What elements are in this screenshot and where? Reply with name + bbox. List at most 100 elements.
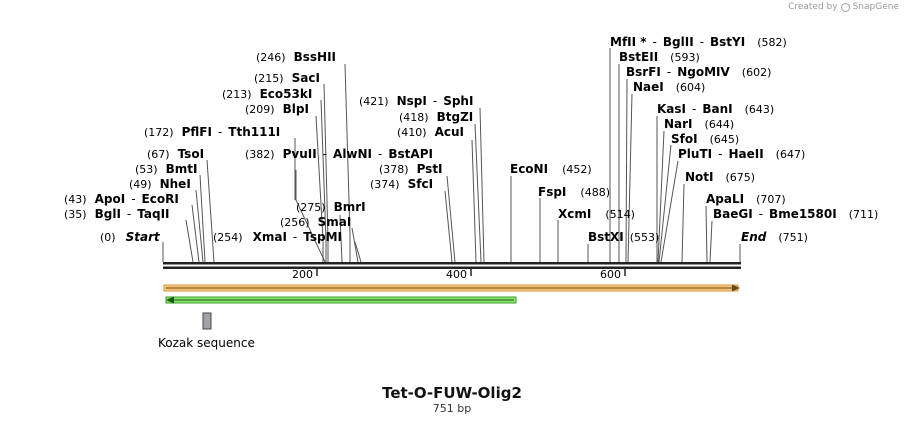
- enzyme-name[interactable]: AcuI: [435, 125, 464, 139]
- site-label[interactable]: SfoI(645): [671, 132, 739, 146]
- site-label[interactable]: MfII *-BglII-BstYI(582): [610, 35, 787, 49]
- enzyme-name[interactable]: BstXI: [588, 230, 624, 244]
- kozak-box[interactable]: [202, 312, 212, 330]
- enzyme-name[interactable]: BglII: [663, 35, 694, 49]
- leader-bsshii: [344, 63, 351, 262]
- site-label[interactable]: (421)NspI-SphI: [359, 94, 473, 108]
- enzyme-name[interactable]: SphI: [443, 94, 473, 108]
- enzyme-name[interactable]: ApoI: [95, 192, 126, 206]
- site-position: (707): [756, 193, 786, 206]
- enzyme-name[interactable]: EcoRI: [142, 192, 179, 206]
- ruler: 200 400 600: [292, 268, 626, 281]
- enzyme-name[interactable]: NarI: [664, 117, 693, 131]
- enzyme-name[interactable]: SacI: [292, 71, 320, 85]
- site-label[interactable]: (410) AcuI: [397, 125, 464, 139]
- enzyme-name[interactable]: Bme1580I: [769, 207, 837, 221]
- enzyme-name[interactable]: BmrI: [334, 200, 366, 214]
- enzyme-name[interactable]: Tth111I: [228, 125, 280, 139]
- site-label[interactable]: End(751): [741, 230, 808, 244]
- enzyme-name[interactable]: EcoNI: [510, 162, 548, 176]
- site-label[interactable]: (254)XmaI-TspMI: [213, 230, 342, 244]
- site-label[interactable]: NaeI(604): [633, 80, 705, 94]
- site-label[interactable]: (215)SacI: [254, 71, 320, 85]
- site-label[interactable]: (172)PflFI-Tth111I: [144, 125, 280, 139]
- enzyme-name[interactable]: BstEII: [619, 50, 658, 64]
- plasmid-size: 751 bp: [433, 402, 471, 415]
- site-label[interactable]: PluTI-HaeII(647): [678, 147, 805, 161]
- enzyme-name[interactable]: MfII *: [610, 35, 647, 49]
- site-label[interactable]: (213)Eco53kI: [222, 87, 312, 101]
- enzyme-name[interactable]: BlpI: [283, 102, 309, 116]
- site-label[interactable]: (246)BssHII: [256, 50, 336, 64]
- enzyme-name[interactable]: TaqII: [137, 207, 169, 221]
- site-label[interactable]: KasI-BanI(643): [657, 102, 774, 116]
- enzyme-name[interactable]: BglI: [95, 207, 121, 221]
- site-label[interactable]: (209)BlpI: [245, 102, 309, 116]
- site-label[interactable]: EcoNI(452): [510, 162, 592, 176]
- site-label[interactable]: BaeGI-Bme1580I(711): [713, 207, 878, 221]
- enzyme-name[interactable]: NaeI: [633, 80, 664, 94]
- enzyme-name[interactable]: TsoI: [178, 147, 204, 161]
- enzyme-name[interactable]: XcmI: [558, 207, 591, 221]
- enzyme-name[interactable]: BssHII: [294, 50, 336, 64]
- enzyme-name[interactable]: PluTI: [678, 147, 712, 161]
- enzyme-name[interactable]: BstAPI: [388, 147, 433, 161]
- site-label[interactable]: (35)BglI-TaqII: [64, 207, 170, 221]
- enzyme-name[interactable]: BmtI: [166, 162, 198, 176]
- enzyme-name[interactable]: SfcI: [408, 177, 433, 191]
- site-label[interactable]: (418)BtgZI: [399, 110, 473, 124]
- enzyme-name[interactable]: KasI: [657, 102, 686, 116]
- site-label[interactable]: (275)BmrI: [296, 200, 366, 214]
- enzyme-name[interactable]: AlwNI: [333, 147, 372, 161]
- site-label[interactable]: (67) TsoI: [147, 147, 204, 161]
- enzyme-name[interactable]: BanI: [702, 102, 732, 116]
- enzyme-name[interactable]: PvuII: [283, 147, 317, 161]
- site-label[interactable]: NarI(644): [664, 117, 734, 131]
- site-position: (410): [397, 126, 427, 139]
- enzyme-name[interactable]: BsrFI: [626, 65, 661, 79]
- enzyme-name[interactable]: NspI: [397, 94, 427, 108]
- site-label[interactable]: XcmI (514): [558, 207, 635, 221]
- site-label[interactable]: (43)ApoI-EcoRI: [64, 192, 179, 206]
- site-label[interactable]: (374)SfcI: [370, 177, 433, 191]
- site-position: (67): [147, 148, 170, 161]
- enzyme-name[interactable]: NotI: [685, 170, 714, 184]
- enzyme-name[interactable]: BstYI: [710, 35, 745, 49]
- leader-psti: [446, 175, 456, 263]
- ruler-tick-label: 600: [600, 268, 621, 281]
- enzyme-name[interactable]: HaeII: [728, 147, 763, 161]
- enzyme-name[interactable]: ApaLI: [706, 192, 744, 206]
- site-position: (514): [605, 208, 635, 221]
- enzyme-name[interactable]: NheI: [160, 177, 191, 191]
- enzyme-name[interactable]: FspI: [538, 185, 566, 199]
- site-label[interactable]: FspI(488): [538, 185, 610, 199]
- site-label[interactable]: (382)PvuII-AlwNI-BstAPI: [245, 147, 433, 161]
- site-label[interactable]: ApaLI (707): [706, 192, 786, 206]
- enzyme-name[interactable]: SmaI: [318, 215, 352, 229]
- site-label[interactable]: BsrFI-NgoMIV(602): [626, 65, 771, 79]
- enzyme-name[interactable]: NgoMIV: [677, 65, 730, 79]
- site-label[interactable]: NotI(675): [685, 170, 755, 184]
- orf-forward-feature[interactable]: [163, 284, 740, 292]
- backbone-top-strand: [163, 262, 741, 265]
- site-label[interactable]: (378)PstI: [379, 162, 443, 176]
- sequence-start-label: Start: [126, 230, 161, 244]
- site-label[interactable]: BstXI(553): [588, 230, 659, 244]
- enzyme-name[interactable]: TspMI: [303, 230, 342, 244]
- credit-brand: SnapGene: [852, 2, 899, 12]
- enzyme-name[interactable]: BtgZI: [437, 110, 474, 124]
- site-label[interactable]: BstEII(593): [619, 50, 700, 64]
- orf-reverse-feature[interactable]: [165, 296, 517, 304]
- enzyme-name[interactable]: XmaI: [253, 230, 287, 244]
- leader-bgli: [185, 219, 194, 263]
- site-label[interactable]: (49)NheI: [129, 177, 191, 191]
- kozak-feature[interactable]: Kozak sequence: [158, 312, 255, 350]
- site-label[interactable]: (0)Start: [100, 230, 161, 244]
- site-label[interactable]: (256)SmaI: [280, 215, 351, 229]
- site-label[interactable]: (53)BmtI: [135, 162, 197, 176]
- enzyme-name[interactable]: PstI: [417, 162, 443, 176]
- enzyme-name[interactable]: SfoI: [671, 132, 698, 146]
- enzyme-name[interactable]: PflFI: [182, 125, 212, 139]
- enzyme-name[interactable]: Eco53kI: [260, 87, 313, 101]
- enzyme-name[interactable]: BaeGI: [713, 207, 753, 221]
